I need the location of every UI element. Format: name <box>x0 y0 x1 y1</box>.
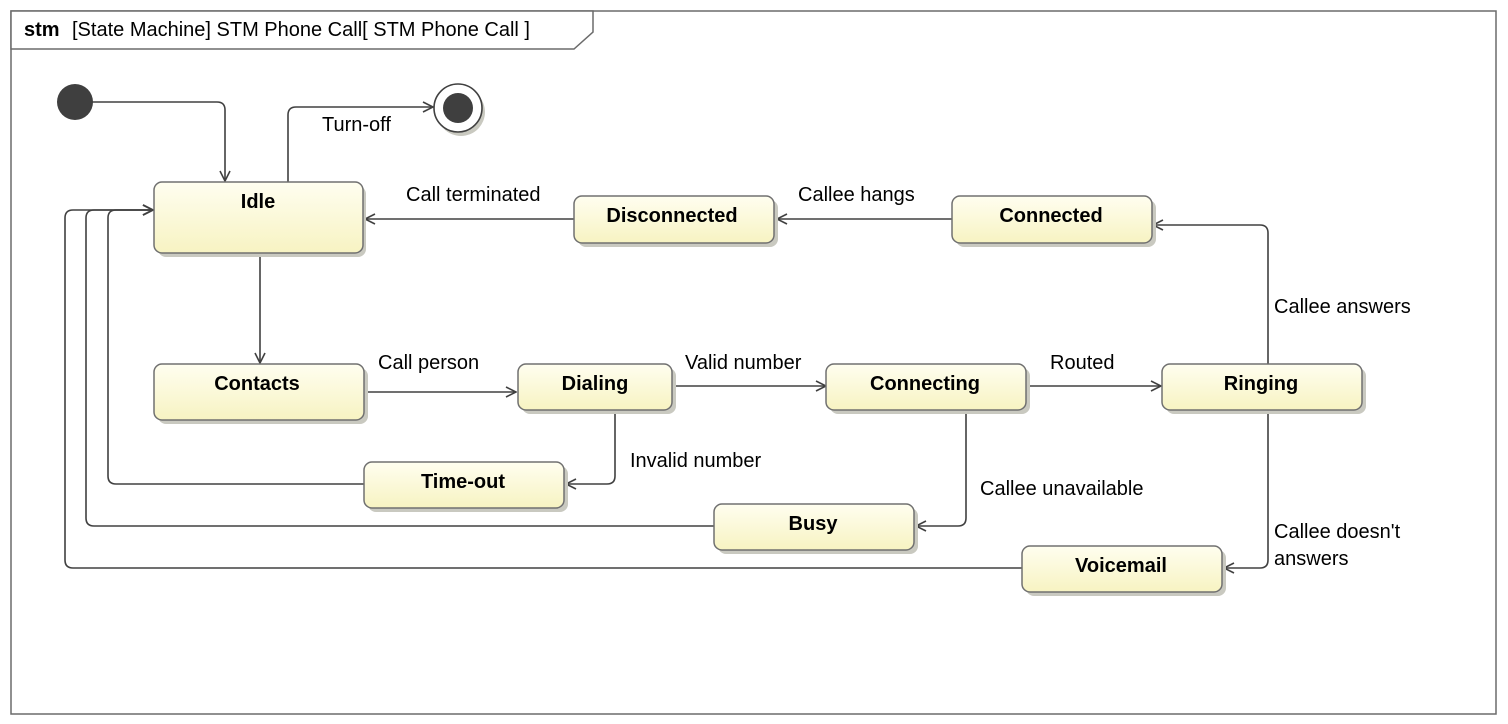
state-connecting-label: Connecting <box>870 373 980 395</box>
transition-voicemail-to-idle[interactable] <box>64 210 1022 569</box>
state-busy-label: Busy <box>789 513 839 535</box>
state-idle-label: Idle <box>241 191 275 213</box>
label-valid-number: Valid number <box>685 352 802 374</box>
transition-invalid-number[interactable] <box>566 410 616 484</box>
label-callee-doesnt-answer-line1: Callee doesn't <box>1274 521 1401 543</box>
label-call-person: Call person <box>378 352 479 374</box>
frame-title: [State Machine] STM Phone Call[ STM Phon… <box>72 19 530 41</box>
state-disconnected-label: Disconnected <box>606 205 737 227</box>
label-callee-hangs: Callee hangs <box>798 184 915 206</box>
state-ringing-label: Ringing <box>1224 373 1298 395</box>
state-busy[interactable]: Busy <box>713 503 918 554</box>
transition-callee-doesnt-answer[interactable] <box>1224 410 1269 568</box>
label-routed: Routed <box>1050 352 1115 374</box>
state-time-out-label: Time-out <box>421 471 505 493</box>
state-voicemail[interactable]: Voicemail <box>1021 545 1226 596</box>
transition-callee-unavailable[interactable] <box>916 410 967 526</box>
state-contacts[interactable]: Contacts <box>153 363 368 424</box>
transitions <box>64 101 1269 569</box>
state-disconnected[interactable]: Disconnected <box>573 195 778 247</box>
transition-turn-off[interactable] <box>287 107 433 182</box>
transition-callee-answers[interactable] <box>1153 225 1269 365</box>
state-connected-label: Connected <box>999 205 1102 227</box>
state-voicemail-label: Voicemail <box>1075 555 1167 577</box>
state-contacts-label: Contacts <box>214 373 300 395</box>
label-callee-unavailable: Callee unavailable <box>980 478 1143 500</box>
final-state[interactable] <box>433 83 485 136</box>
state-time-out[interactable]: Time-out <box>363 461 568 512</box>
state-connected[interactable]: Connected <box>951 195 1156 247</box>
frame-keyword: stm <box>24 19 60 41</box>
label-callee-answers: Callee answers <box>1274 296 1411 318</box>
label-callee-doesnt-answer-line2: answers <box>1274 548 1348 570</box>
transition-initial-to-idle[interactable] <box>75 101 225 181</box>
label-invalid-number: Invalid number <box>630 450 762 472</box>
state-connecting[interactable]: Connecting <box>825 363 1030 414</box>
label-call-terminated: Call terminated <box>406 184 541 206</box>
initial-state[interactable] <box>57 84 93 120</box>
state-idle[interactable]: Idle <box>153 181 366 257</box>
state-dialing-label: Dialing <box>562 373 629 395</box>
state-ringing[interactable]: Ringing <box>1161 363 1366 414</box>
label-turn-off: Turn-off <box>322 114 391 136</box>
transition-labels: Turn-off Call terminated Callee hangs Ca… <box>322 114 1411 570</box>
state-dialing[interactable]: Dialing <box>517 363 676 414</box>
